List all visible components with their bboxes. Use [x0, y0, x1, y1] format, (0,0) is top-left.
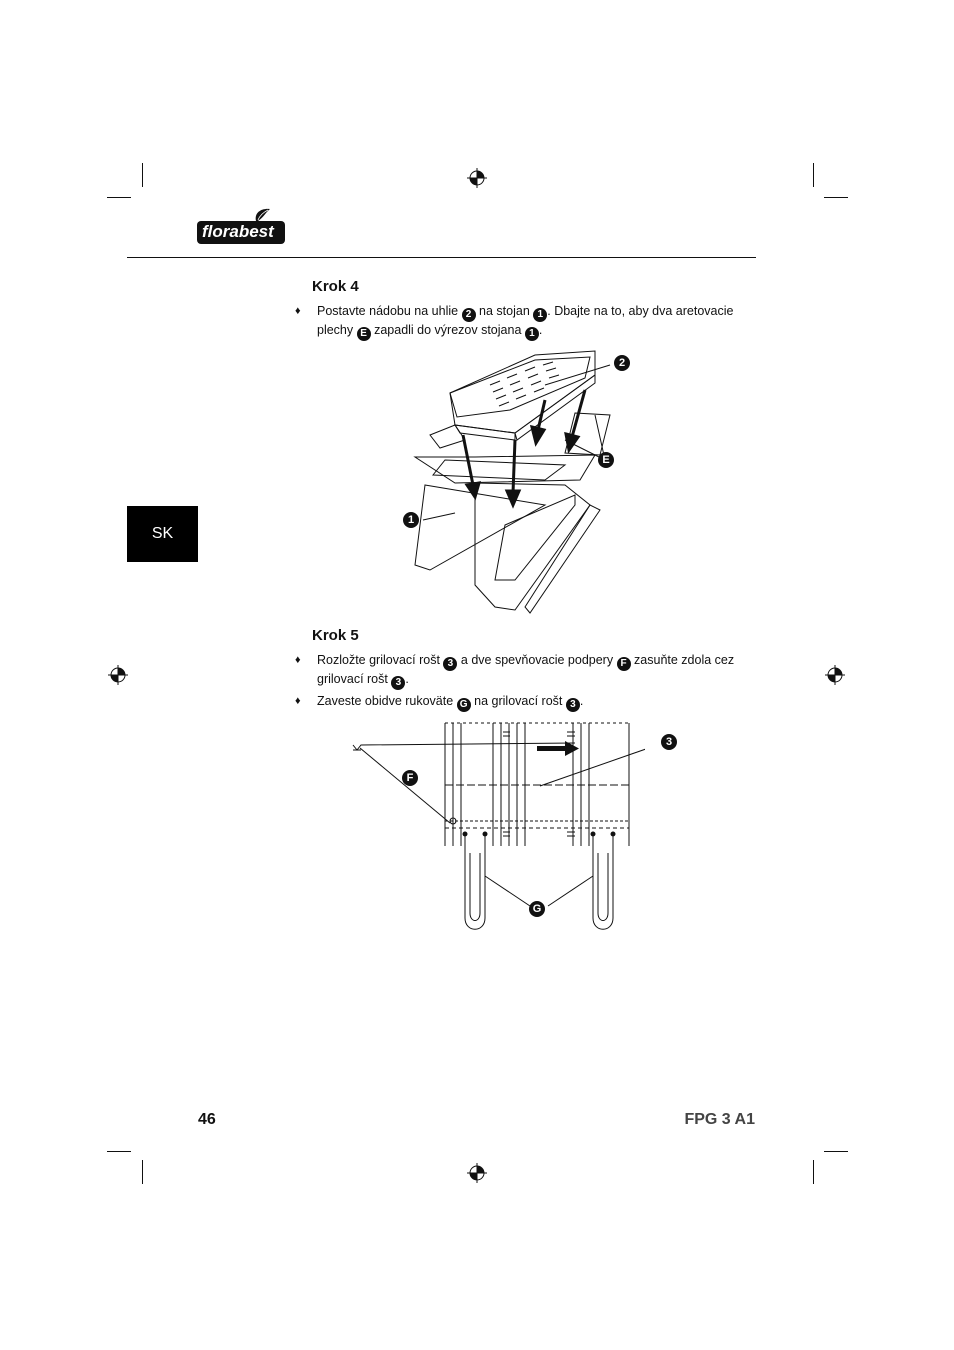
figure-label: 2 — [614, 355, 630, 371]
step5-heading: Krok 5 — [312, 627, 359, 644]
florabest-logo: florabest — [196, 208, 286, 245]
bullet-diamond-icon: ♦ — [295, 305, 301, 317]
bullet-diamond-icon: ♦ — [295, 695, 301, 707]
ref-badge: 2 — [461, 308, 476, 322]
ref-badge: G — [456, 698, 471, 712]
figure-label: 1 — [403, 512, 419, 528]
figure-label: G — [529, 901, 545, 917]
crop-mark — [142, 1160, 143, 1184]
figure-label: 3 — [661, 734, 677, 750]
figure-label: E — [598, 452, 614, 468]
step5-bullet-2-text: Zaveste obidve rukoväte G na grilovací r… — [317, 694, 584, 712]
crop-mark — [824, 1151, 848, 1152]
ref-badge: E — [356, 327, 371, 341]
step5-bullet-2: ♦ Zaveste obidve rukoväte G na grilovací… — [295, 693, 755, 712]
model-number: FPG 3 A1 — [684, 1111, 755, 1128]
figure-label: F — [402, 770, 418, 786]
ref-badge: 3 — [443, 657, 458, 671]
brand-name: florabest — [202, 222, 274, 241]
crop-mark — [824, 197, 848, 198]
bullet-diamond-icon: ♦ — [295, 654, 301, 666]
crop-mark — [142, 163, 143, 187]
step4-bullet-text: Postavte nádobu na uhlie 2 na stojan 1. … — [317, 304, 734, 341]
step5-bullet-1: ♦ Rozložte grilovací rošt 3 a dve spevňo… — [295, 652, 755, 690]
step5-bullet-1-text: Rozložte grilovací rošt 3 a dve spevňova… — [317, 653, 735, 690]
crop-mark — [813, 1160, 814, 1184]
step4-bullet: ♦ Postavte nádobu na uhlie 2 na stojan 1… — [295, 303, 755, 341]
crop-mark — [107, 1151, 131, 1152]
step5-grill-grate-illustration — [352, 722, 645, 930]
registration-mark-icon — [108, 665, 128, 685]
page-number: 46 — [198, 1111, 216, 1128]
registration-mark-icon — [825, 665, 845, 685]
ref-badge: 3 — [565, 698, 580, 712]
crop-mark — [813, 163, 814, 187]
step4-heading: Krok 4 — [312, 278, 359, 295]
ref-badge: F — [616, 657, 631, 671]
language-tab: SK — [127, 506, 198, 562]
ref-badge: 1 — [533, 308, 548, 322]
language-tab-label: SK — [151, 525, 174, 542]
step4-grill-illustration — [413, 350, 611, 614]
ref-badge: 3 — [391, 676, 406, 690]
registration-mark-icon — [467, 1163, 487, 1183]
registration-mark-icon — [467, 168, 487, 188]
crop-mark — [107, 197, 131, 198]
ref-badge: 1 — [524, 327, 539, 341]
header-rule — [127, 257, 756, 258]
